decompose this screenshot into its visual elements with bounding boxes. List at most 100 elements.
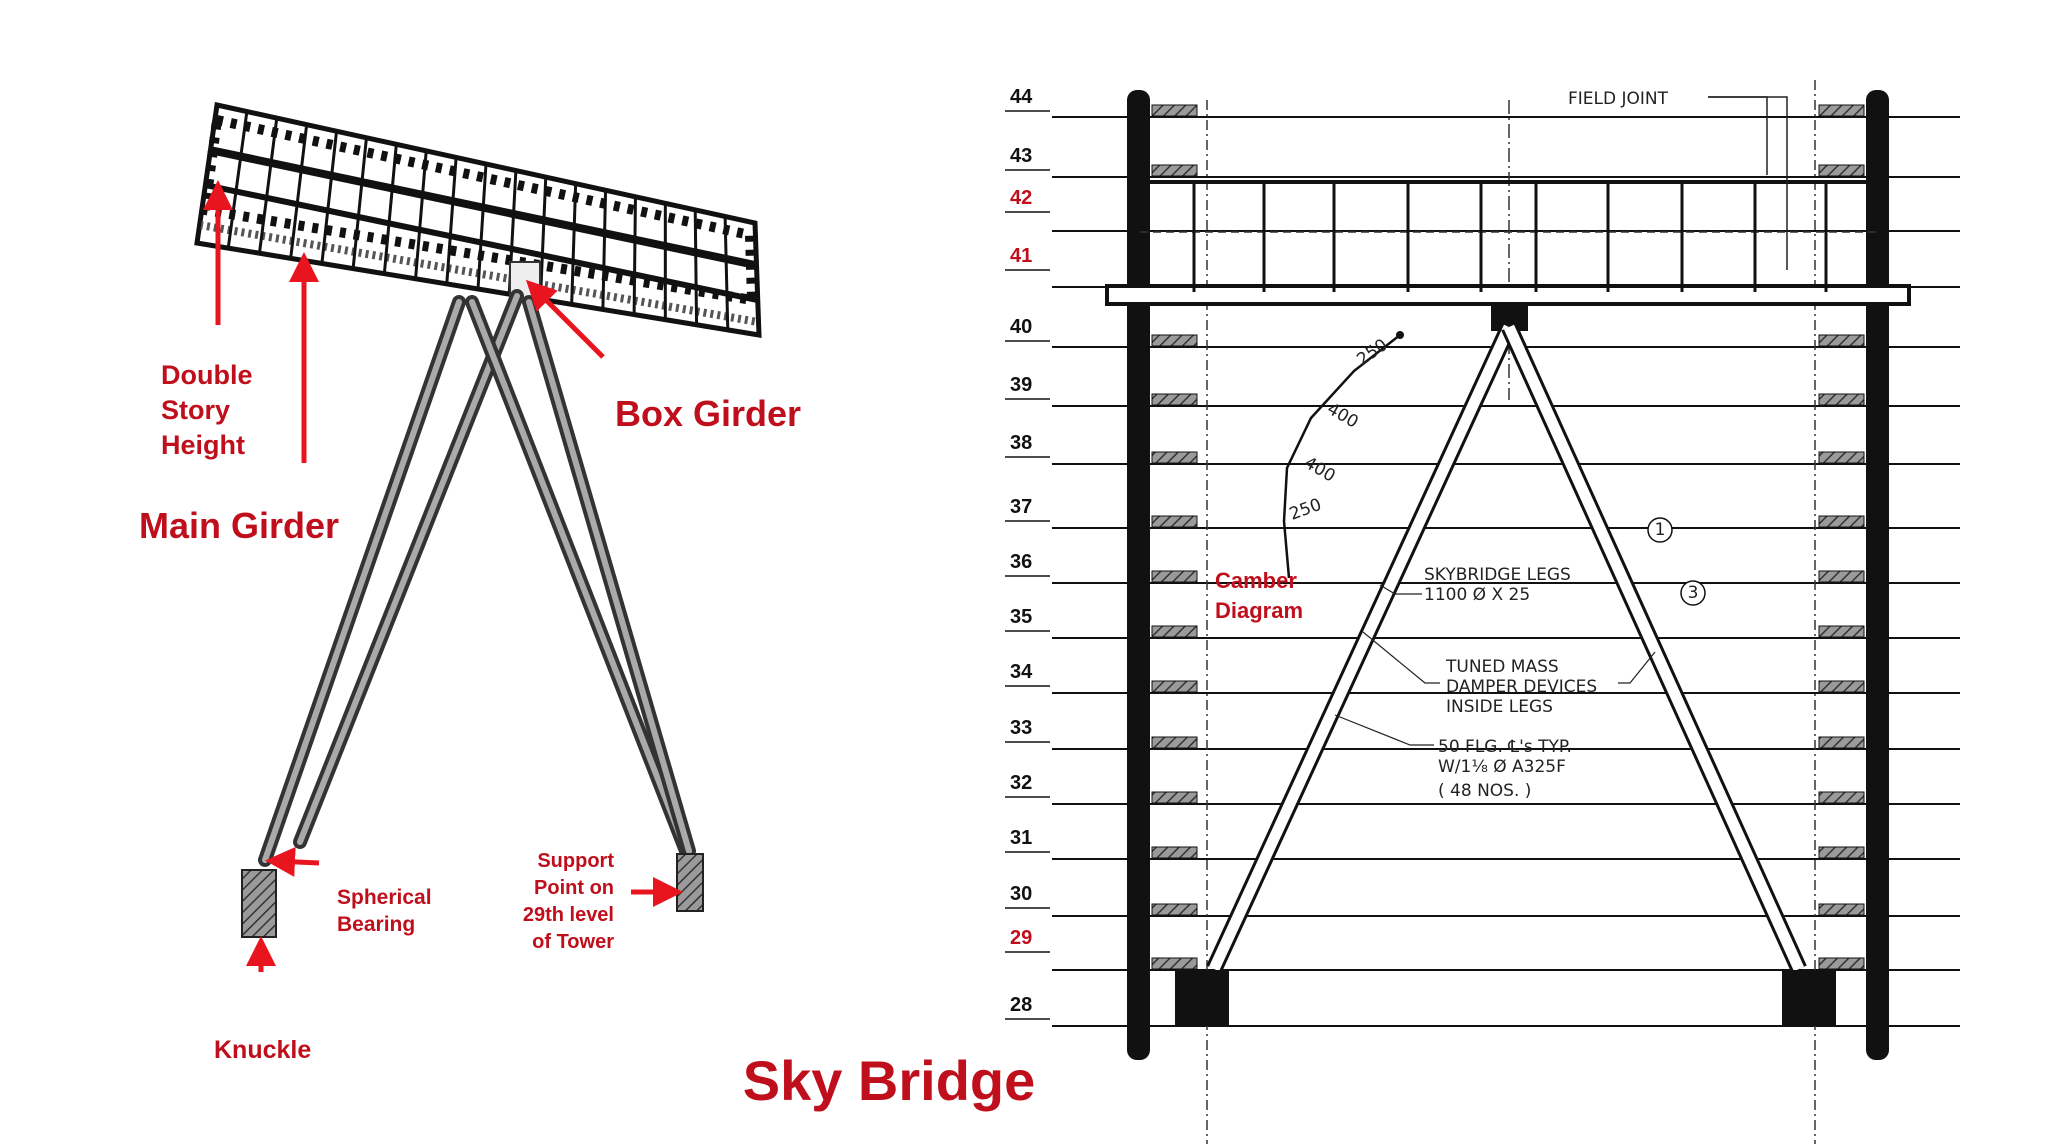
flange-note: 50 FLG. ℄'s TYP. W/1⅛ Ø A325F ( 48 NOS. … <box>1334 714 1572 801</box>
floor-truss <box>1151 104 1198 117</box>
girder-frame-post <box>226 111 249 249</box>
floor-level: 42 <box>1005 187 1960 232</box>
detail-marker-1: 1 <box>1647 517 1673 543</box>
girder-frame-post <box>632 196 637 315</box>
annotation-arrows <box>203 180 683 972</box>
spherical-bearing-arrow <box>265 846 320 877</box>
floor-truss <box>1818 570 1865 583</box>
spherical-bearing-label: Spherical Bearing <box>337 886 432 936</box>
floor-level: 44 <box>1005 86 1960 118</box>
note-line: ( 48 NOS. ) <box>1438 781 1531 801</box>
floor-truss <box>1151 570 1198 583</box>
camber-value: 400 <box>1324 399 1362 433</box>
floor-truss <box>1818 164 1865 177</box>
label-line: 29th level <box>523 904 614 926</box>
note-line: INSIDE LEGS <box>1446 697 1553 717</box>
floor-truss <box>1151 515 1198 528</box>
girder-frame-post <box>570 183 578 305</box>
floor-level: 35 <box>1005 606 1960 639</box>
floor-number: 39 <box>1010 374 1032 396</box>
skybridge-legs <box>1206 323 1807 973</box>
label-line: Spherical <box>337 886 432 909</box>
isometric-sky-bridge: Double Story Height Main Girder Box Gird… <box>139 101 801 1064</box>
floor-number: 37 <box>1010 496 1032 518</box>
label-line: Camber <box>1215 568 1297 593</box>
girder-frame-post <box>693 209 699 325</box>
floor-number: 42 <box>1010 187 1032 209</box>
floor-truss <box>1151 846 1198 859</box>
floor-number: 30 <box>1010 883 1032 905</box>
floor-truss <box>1818 625 1865 638</box>
floor-number: 40 <box>1010 316 1032 338</box>
knuckle-label: Knuckle <box>214 1036 311 1064</box>
label-line: Bearing <box>337 913 415 936</box>
note-line: 50 FLG. ℄'s TYP. <box>1438 737 1572 757</box>
box-girder-arrow <box>525 279 605 359</box>
girder-frame-post <box>753 222 761 336</box>
floor-truss <box>1151 957 1198 970</box>
figure-title: Sky Bridge <box>743 1049 1036 1112</box>
right-tower-column <box>1866 90 1889 1060</box>
knuckle-block <box>241 869 277 938</box>
camber-value: 400 <box>1301 453 1339 487</box>
floor-truss <box>1818 903 1865 916</box>
floor-truss <box>1818 736 1865 749</box>
floor-level: 36 <box>1005 551 1960 584</box>
floor-truss <box>1818 680 1865 693</box>
girder-frame-post <box>476 163 488 290</box>
note-line: DAMPER DEVICES <box>1446 677 1597 697</box>
girder-frame-post <box>445 157 458 284</box>
label-line: Support <box>537 850 614 872</box>
label-line: Story <box>161 395 230 425</box>
floor-level: 37 <box>1005 496 1960 529</box>
box-girder-label: Box Girder <box>615 393 801 434</box>
marker-number: 3 <box>1688 583 1699 603</box>
girder-frame-post <box>723 216 730 330</box>
floor-level: 32 <box>1005 772 1960 805</box>
girder-frame-post <box>382 144 398 274</box>
floor-number: 33 <box>1010 717 1032 739</box>
floor-truss <box>1818 451 1865 464</box>
note-line: SKYBRIDGE LEGS <box>1424 565 1571 585</box>
floor-number: 41 <box>1010 245 1032 267</box>
label-line: Height <box>161 430 245 460</box>
legs-note: SKYBRIDGE LEGS 1100 Ø X 25 <box>1379 565 1571 605</box>
floor-truss <box>1818 846 1865 859</box>
main-girder-label: Main Girder <box>139 505 339 546</box>
label-line: Point on <box>534 877 614 899</box>
floor-truss <box>1151 451 1198 464</box>
floor-truss <box>1818 515 1865 528</box>
left-tower-column <box>1127 90 1150 1060</box>
floor-truss <box>1151 791 1198 804</box>
left-leg-support <box>1175 970 1229 1026</box>
floor-number: 44 <box>1010 86 1033 108</box>
girder-frame-post <box>351 137 368 269</box>
floor-number: 38 <box>1010 432 1032 454</box>
girder-frame-post <box>289 124 309 259</box>
floor-truss <box>1818 334 1865 347</box>
floor-truss <box>1151 393 1198 406</box>
floor-truss <box>1818 791 1865 804</box>
floor-truss <box>1151 903 1198 916</box>
camber-diagram-label: Camber Diagram <box>1215 568 1303 623</box>
camber-value: 250 <box>1287 495 1324 525</box>
bridge-girder <box>1105 180 1911 331</box>
bridge-legs <box>258 289 696 867</box>
floor-level: 43 <box>1005 145 1960 178</box>
camber-value: 250 <box>1353 335 1391 370</box>
floor-level: 33 <box>1005 717 1960 750</box>
note-line: TUNED MASS <box>1445 657 1559 677</box>
floor-number: 28 <box>1010 994 1032 1016</box>
support-point-label: Support Point on 29th level of Tower <box>523 850 615 953</box>
camber-diagram: 250 400 400 250 <box>1282 331 1404 579</box>
floor-number: 29 <box>1010 927 1032 949</box>
floor-truss <box>1151 736 1198 749</box>
floor-truss <box>1151 680 1198 693</box>
tower-support-block <box>676 853 704 912</box>
girder-frame-post <box>195 104 219 244</box>
floor-number: 35 <box>1010 606 1032 628</box>
